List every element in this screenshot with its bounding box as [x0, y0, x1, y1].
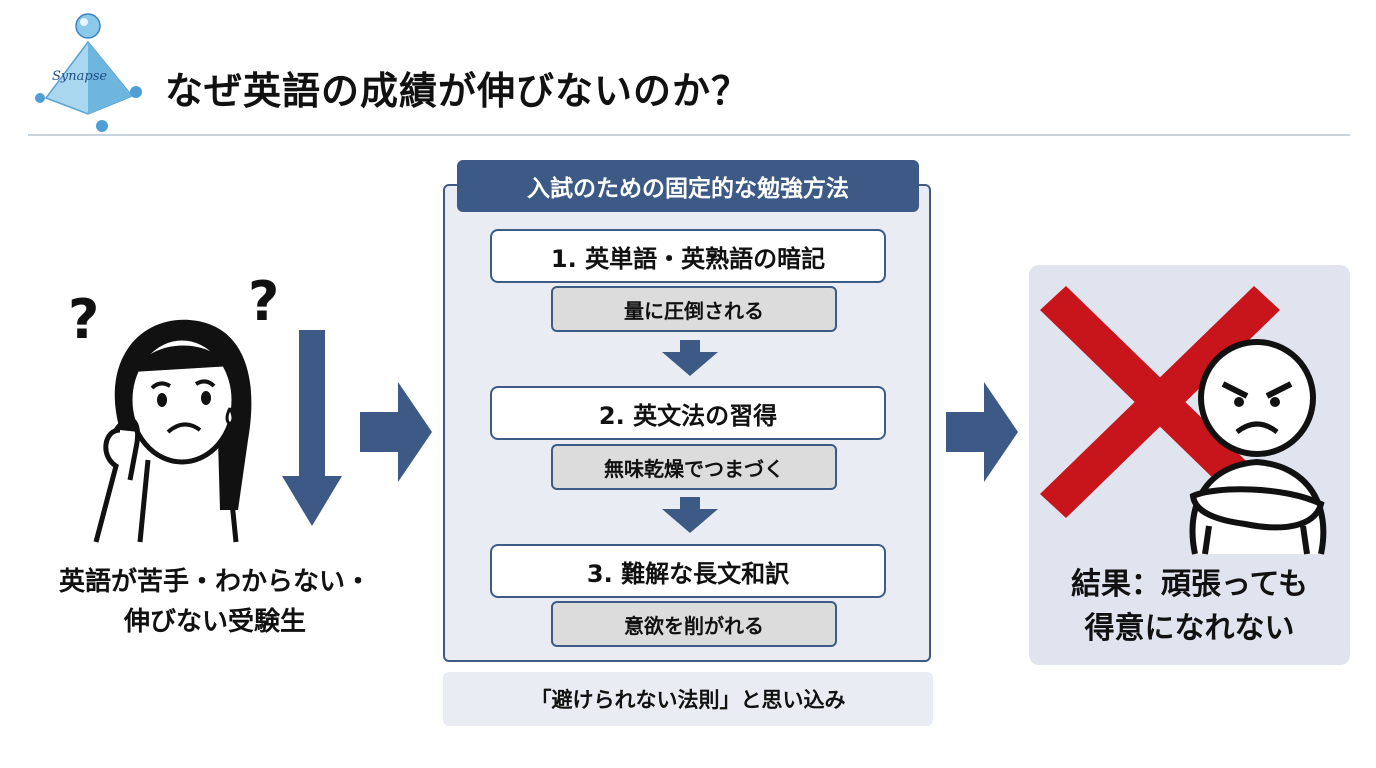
step-2-box: 2. 英文法の習得	[490, 386, 886, 440]
down-arrow-icon	[282, 330, 342, 526]
step-2-result: 無味乾燥でつまづく	[551, 444, 837, 490]
question-mark-icon: ?	[68, 288, 99, 351]
right-arrow-icon	[360, 382, 432, 482]
step-3-box: 3. 難解な長文和訳	[490, 544, 886, 598]
step-1-box: 1. 英単語・英熟語の暗記	[490, 229, 886, 283]
confused-student-illustration: ? ?	[68, 270, 279, 543]
question-mark-icon: ?	[248, 270, 279, 333]
student-caption-line1: 英語が苦手・わからない・	[58, 567, 371, 597]
page-title: なぜ英語の成績が伸びないのか？	[165, 69, 751, 113]
step-down-arrow-icon	[662, 497, 718, 533]
red-cross-icon	[1040, 286, 1280, 518]
result-caption: 結果：頑張っても 得意になれない	[1029, 563, 1350, 651]
student-caption: 英語が苦手・わからない・ 伸びない受験生	[20, 562, 410, 642]
title-divider	[28, 134, 1350, 136]
step-1-result: 量に圧倒される	[551, 286, 837, 332]
synapse-logo: Synapse	[35, 13, 142, 132]
result-caption-line1: 結果：頑張っても	[1071, 567, 1308, 602]
student-caption-line2: 伸びない受験生	[123, 607, 306, 637]
frustrated-person-illustration	[1189, 339, 1327, 555]
result-caption-line2: 得意になれない	[1084, 611, 1295, 646]
step-down-arrow-icon	[662, 340, 718, 376]
right-arrow-icon	[946, 382, 1018, 482]
belief-note: 「避けられない法則」と思い込み	[443, 672, 933, 726]
method-panel-title: 入試のための固定的な勉強方法	[457, 160, 919, 212]
logo-text: Synapse	[52, 69, 107, 84]
step-3-result: 意欲を削がれる	[551, 601, 837, 647]
